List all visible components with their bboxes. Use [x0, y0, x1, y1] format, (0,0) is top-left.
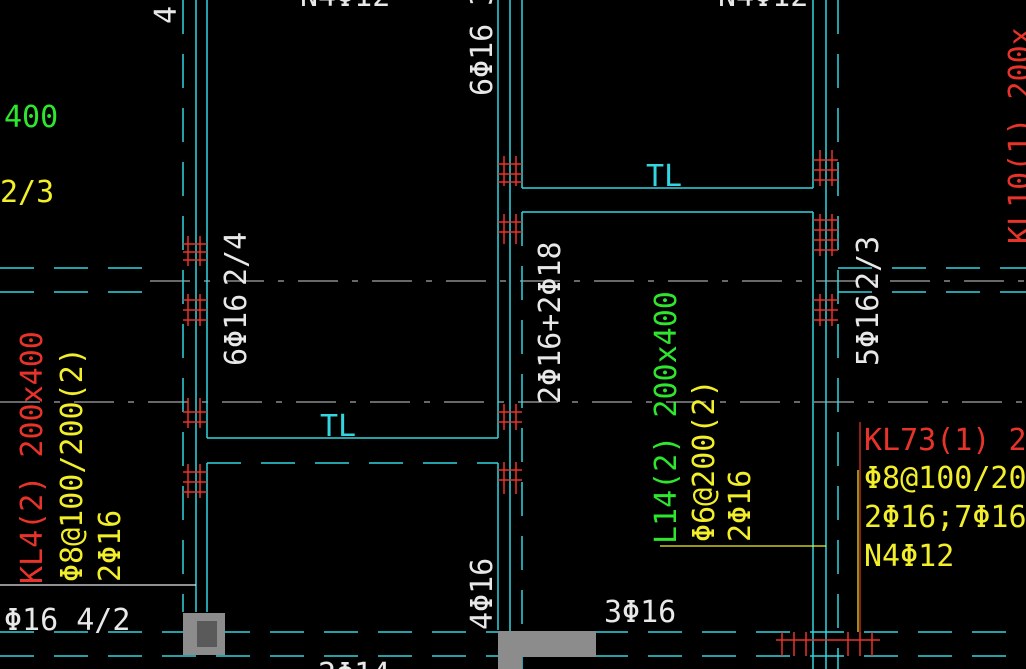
label-left-ratio: 2/3	[0, 175, 54, 210]
label-beam-a-ratio: 2/4	[219, 232, 254, 286]
rebar-group-right-upper	[813, 150, 838, 186]
label-l14-stirrup: Φ6@200(2)	[687, 379, 722, 542]
label-top-left-partial: 4	[149, 6, 184, 24]
label-top-right-partial: N4Φ12	[718, 0, 808, 14]
rebar-marks	[183, 150, 880, 656]
rebar-group-left-upper	[183, 236, 207, 266]
rebar-group-mid-upper	[498, 156, 522, 186]
label-kl4-name: KL4(2) 200x400	[15, 331, 50, 584]
label-kl4-stirrup: Φ8@100/200(2)	[55, 347, 90, 582]
label-beam-b-top: 6Φ16 3	[465, 0, 500, 96]
label-kl73-name: KL73(1) 200x	[864, 423, 1026, 458]
label-beam-d-ratio: 2/3	[851, 236, 886, 290]
rebar-group-left-bottom	[183, 464, 207, 498]
label-kl4-bars: 2Φ16	[93, 510, 128, 582]
rebar-group-mid-axis	[498, 214, 522, 244]
label-beam-a-count: 6Φ16	[219, 294, 254, 366]
label-l14-bars: 2Φ16	[723, 470, 758, 542]
label-kl73-stirrup: Φ8@100/200	[864, 461, 1026, 496]
label-top-mid-partial: N4Φ12	[300, 0, 390, 14]
label-left-400: 400	[4, 100, 58, 135]
leader-lines	[0, 422, 861, 632]
label-right-edge: KL10(1) 200x	[1003, 27, 1026, 244]
rebar-group-mid-low	[498, 404, 522, 430]
rebar-group-bottom-right	[776, 632, 880, 656]
label-bottom-mid-bars: 4Φ16	[465, 558, 500, 630]
label-bottom-left-bars: Φ16 4/2	[4, 603, 130, 638]
label-beam-d-count: 5Φ16	[851, 294, 886, 366]
columns	[183, 613, 596, 669]
label-bottom-center-bars: 3Φ16	[604, 595, 676, 630]
rebar-group-left-low	[183, 398, 207, 428]
rebar-group-right-axis	[813, 294, 838, 326]
rebar-group-right-mid	[813, 214, 838, 256]
label-l14-name: L14(2) 200x400	[649, 291, 684, 544]
label-tl-lower: TL	[320, 409, 356, 444]
label-kl73-torsion: N4Φ12	[864, 539, 954, 574]
label-tl-upper: TL	[646, 159, 682, 194]
label-beam-c: 2Φ16+2Φ18	[533, 241, 568, 404]
label-bottom-partial: 2Φ14	[318, 657, 390, 669]
label-kl73-bars: 2Φ16;7Φ16 3	[864, 500, 1026, 535]
axis-lines	[0, 280, 1026, 403]
rebar-group-left-mid	[183, 294, 207, 326]
rebar-group-mid-bottom	[498, 462, 522, 494]
column-mid[interactable]	[498, 631, 596, 669]
